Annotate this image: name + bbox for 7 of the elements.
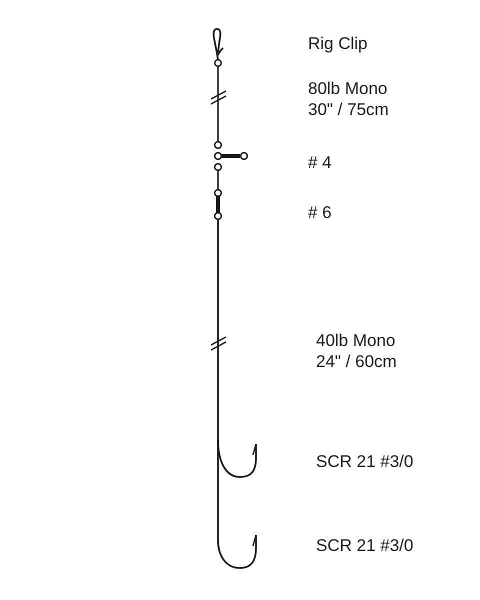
part-label: 80lb Mono 30" / 75cm [308, 78, 390, 120]
part-label: 40lb Mono 24" / 60cm [316, 330, 398, 372]
part-label: SCR 21 #3/0 [316, 535, 414, 556]
part-label: # 4 [308, 152, 333, 173]
part-label: SCR 21 #3/0 [316, 451, 414, 472]
part-label: Rig Clip [308, 33, 369, 54]
part-label: # 6 [308, 202, 333, 223]
